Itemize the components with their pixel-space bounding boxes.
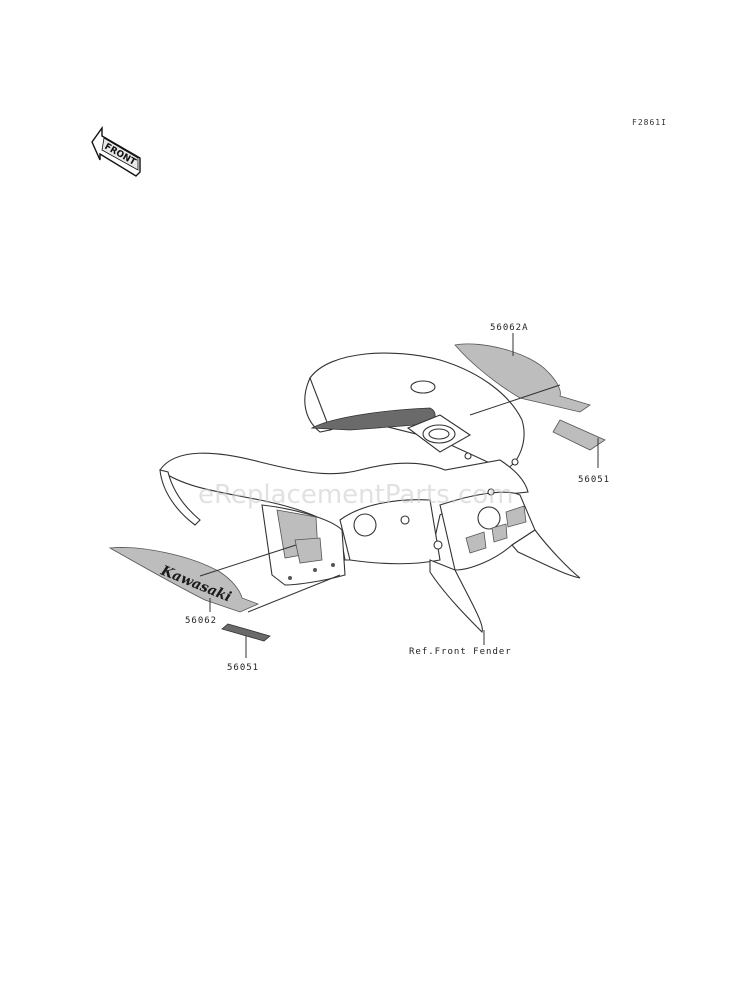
decal-56062A [454,343,591,413]
front-arrow-icon: FRONT [91,125,141,177]
decal-56051-left [221,623,271,642]
callout-56051-left: 56051 [227,663,259,673]
callout-56062A: 56062A [490,323,529,333]
diagram-code: F2861I [632,118,667,127]
callout-56062: 56062 [185,616,217,626]
watermark: eReplacementParts.com [198,480,514,510]
leader-lines [199,333,599,658]
front-fender-assembly [159,352,581,633]
decal-56062: Kawasaki [108,547,260,613]
callout-56051-right: 56051 [578,475,610,485]
decal-56051-right [552,419,606,451]
callout-ref-front-fender: Ref.Front Fender [409,647,512,657]
